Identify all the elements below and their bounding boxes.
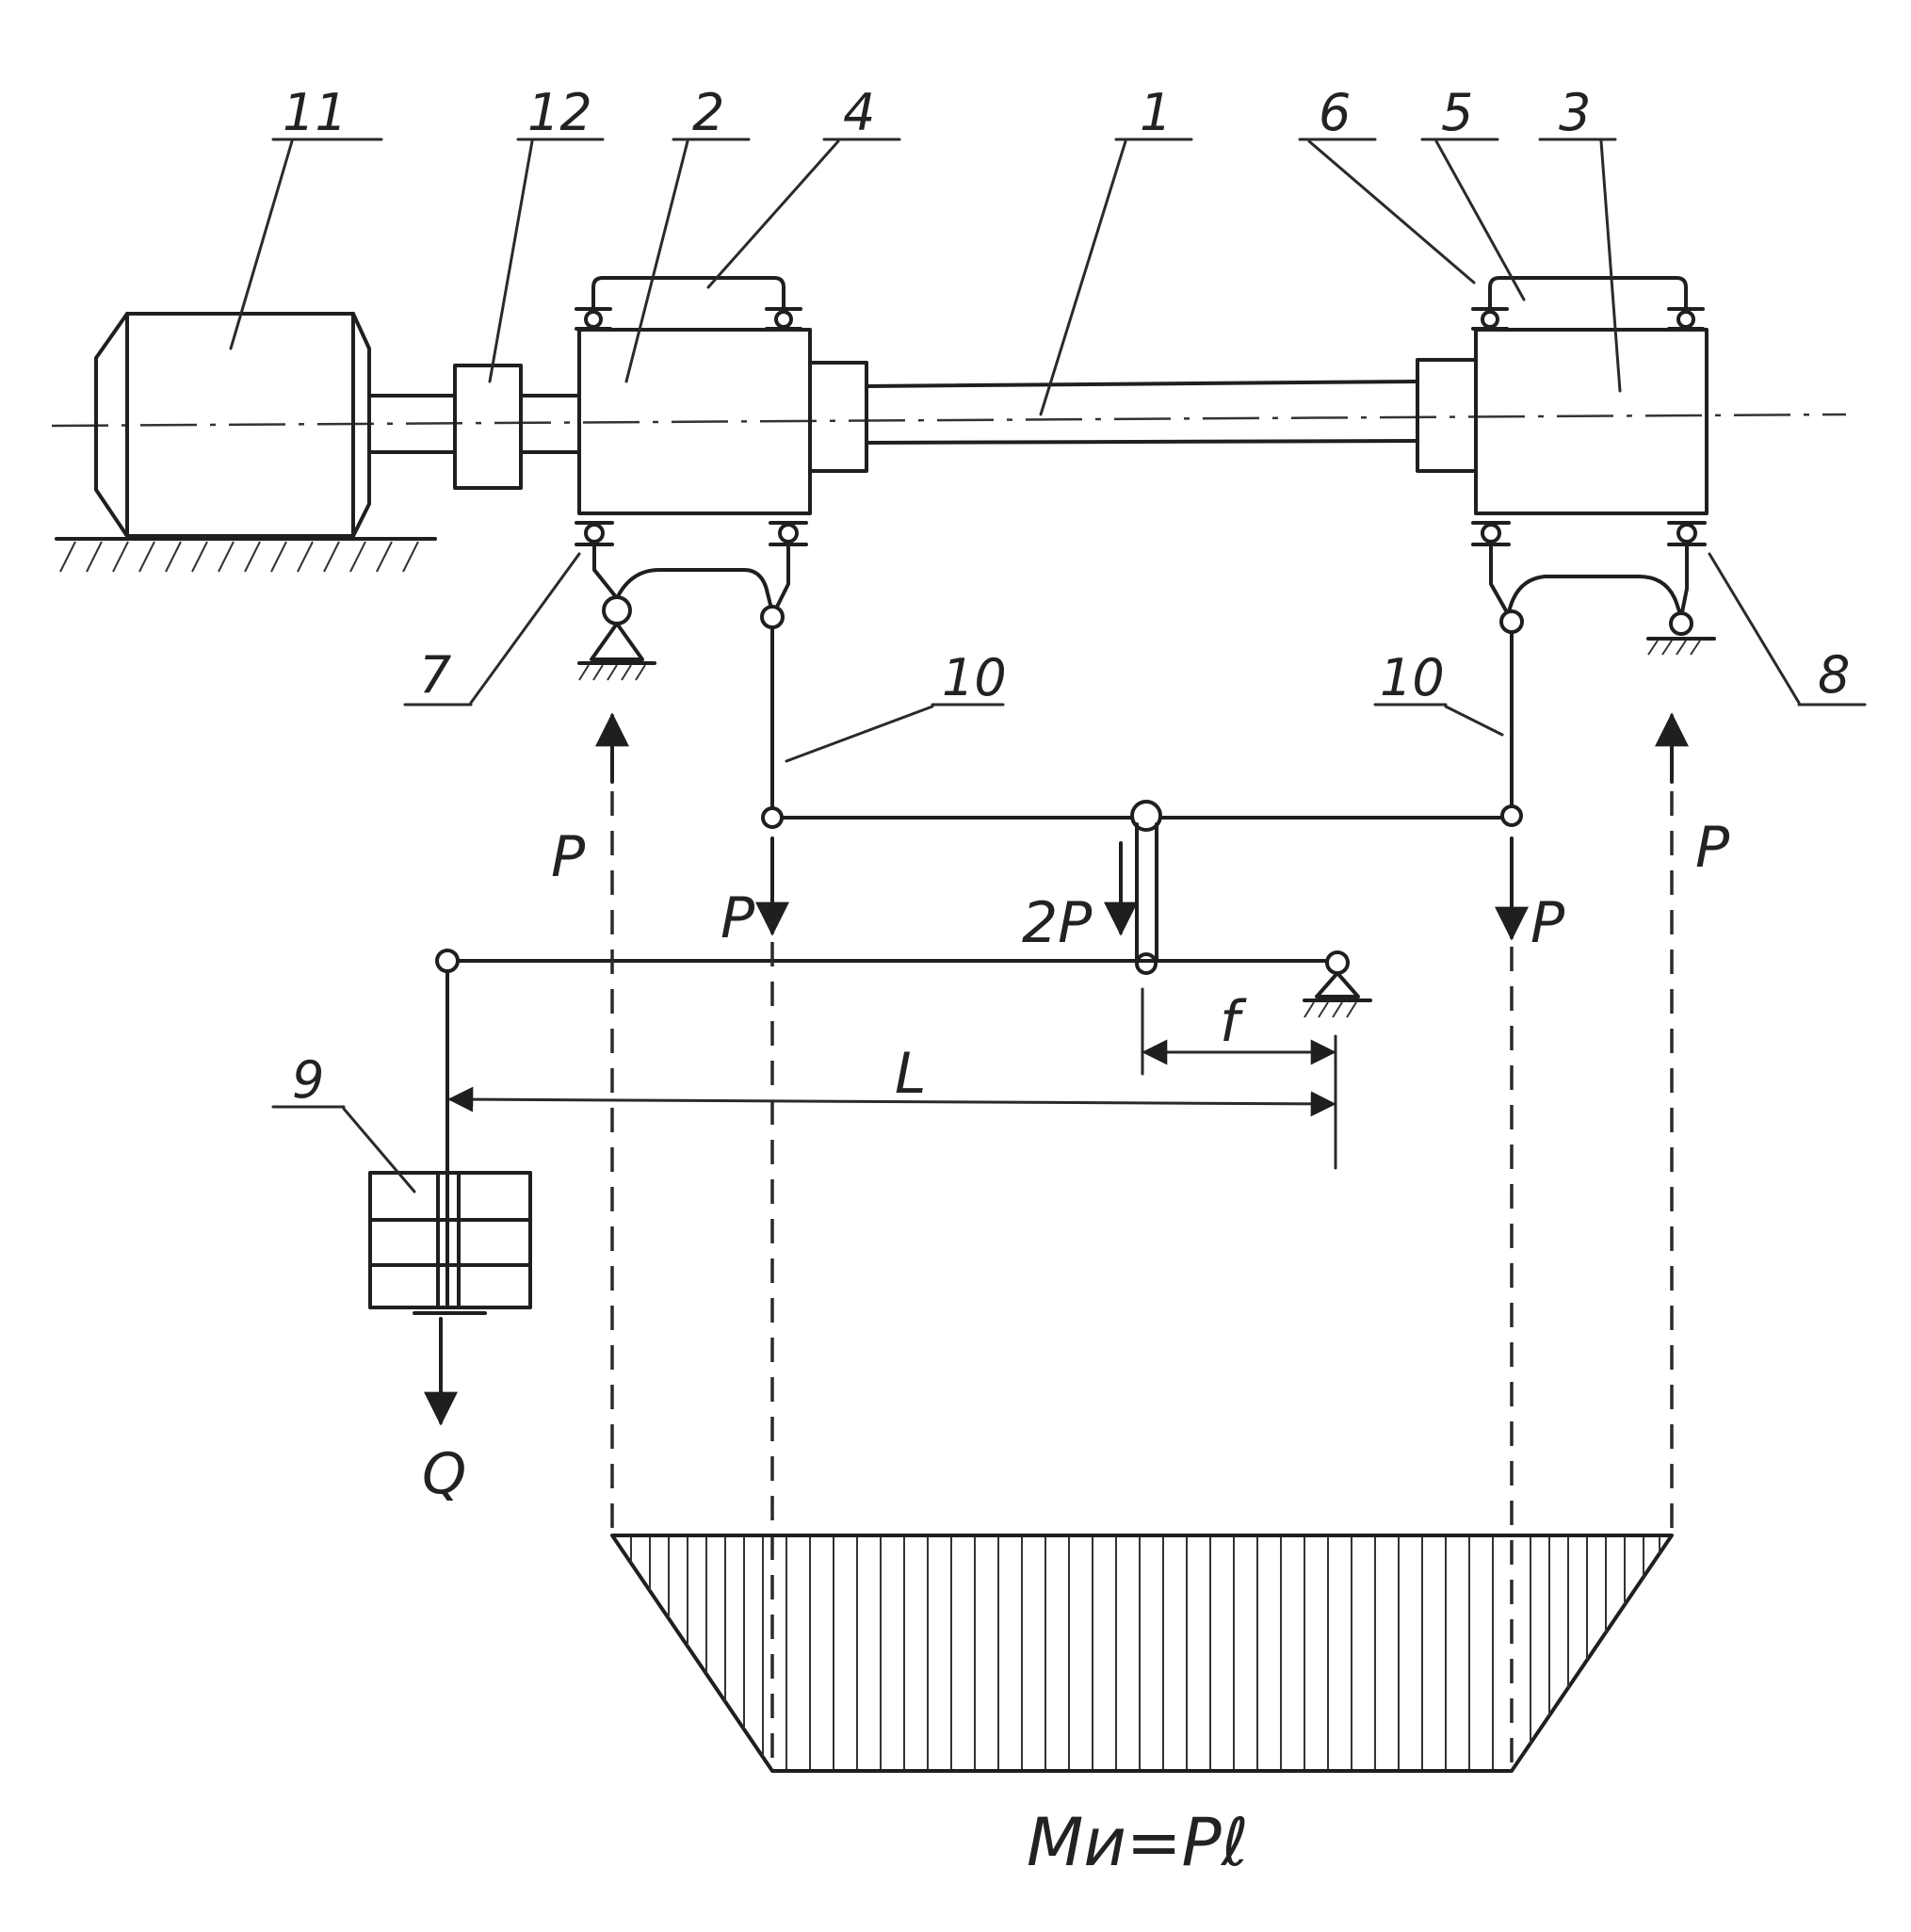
upper-lever	[761, 800, 1523, 975]
left-housing-2	[577, 328, 868, 515]
top-bracket-4	[575, 276, 802, 331]
coupling-12	[367, 364, 581, 490]
bottom-bracket-left	[575, 521, 808, 681]
bottom-bracket-right	[1471, 521, 1716, 656]
label-3: 3	[1559, 83, 1591, 142]
label-9: 9	[292, 1050, 324, 1110]
motor-11	[55, 312, 437, 573]
label-10-left: 10	[942, 648, 1007, 707]
label-10-right: 10	[1380, 648, 1445, 707]
force-p-right-up: P	[1695, 815, 1730, 881]
force-2p: 2P	[1022, 890, 1093, 956]
label-6: 6	[1319, 83, 1351, 142]
label-8: 8	[1818, 645, 1850, 705]
label-2: 2	[692, 83, 724, 142]
shaft-axis	[51, 413, 1847, 428]
force-p-left-down: P	[721, 885, 755, 951]
label-11: 11	[283, 83, 348, 142]
dimension-f-label: f	[1220, 989, 1247, 1055]
force-q: Q	[422, 1441, 466, 1507]
label-5: 5	[1441, 83, 1473, 142]
label-12: 12	[527, 83, 592, 142]
label-1: 1	[1140, 83, 1172, 142]
leader-lines	[229, 138, 1867, 1193]
force-p-right-down: P	[1530, 890, 1565, 956]
projection-lines	[610, 791, 1674, 1771]
specimen-shaft-1	[865, 380, 1419, 445]
right-housing-3	[1416, 328, 1709, 515]
force-p-left-up: P	[551, 824, 586, 890]
dimension-L-label: L	[895, 1041, 926, 1107]
label-4: 4	[843, 83, 875, 142]
bending-moment-diagram	[610, 1534, 1674, 1773]
label-7: 7	[419, 645, 451, 705]
lower-lever	[435, 949, 1372, 1307]
weights-9	[368, 1171, 532, 1315]
dimension-L	[447, 1086, 1336, 1117]
top-bracket-5	[1471, 276, 1705, 331]
moment-formula: Mи=Pℓ	[1027, 1804, 1249, 1881]
